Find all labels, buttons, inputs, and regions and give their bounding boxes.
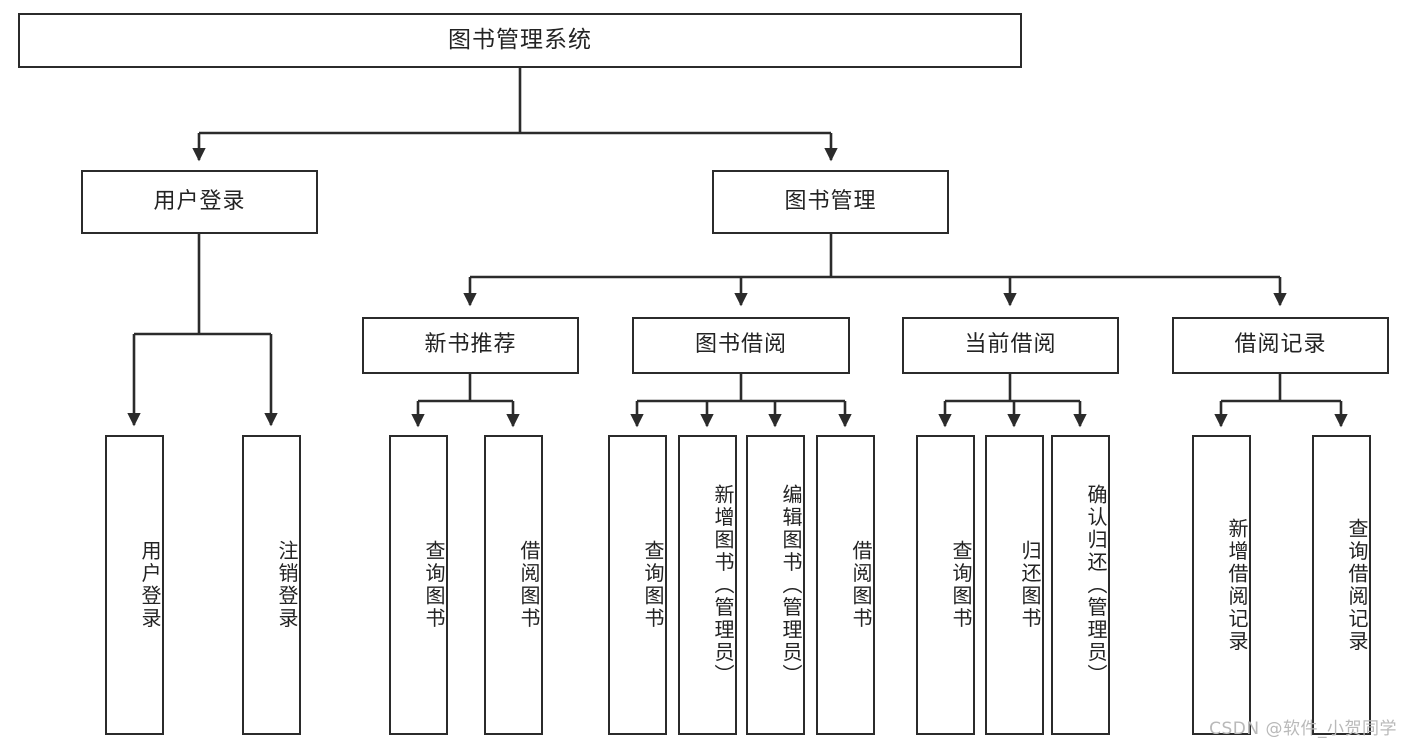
leaf-borrow-add-book-admin[interactable]: 新增图书（管理员） xyxy=(678,435,737,735)
node-label: 查询借阅记录 xyxy=(1345,517,1369,653)
node-label: 新增图书（管理员） xyxy=(711,483,735,687)
leaf-borrow-borrow-book[interactable]: 借阅图书 xyxy=(816,435,875,735)
node-book-borrow[interactable]: 图书借阅 xyxy=(632,317,850,374)
node-label: 新书推荐 xyxy=(424,332,517,358)
leaf-current-query-book[interactable]: 查询图书 xyxy=(916,435,975,735)
leaf-user-logout[interactable]: 注销登录 xyxy=(242,435,301,735)
leaf-user-login[interactable]: 用户登录 xyxy=(105,435,164,735)
leaf-borrow-edit-book-admin[interactable]: 编辑图书（管理员） xyxy=(746,435,805,735)
node-label: 用户登录 xyxy=(138,540,162,630)
node-borrow-record[interactable]: 借阅记录 xyxy=(1172,317,1389,374)
node-user-login[interactable]: 用户登录 xyxy=(81,170,318,234)
node-label: 图书管理系统 xyxy=(448,26,592,53)
node-label: 用户登录 xyxy=(153,188,246,214)
leaf-newbook-borrow-book[interactable]: 借阅图书 xyxy=(484,435,543,735)
node-label: 借阅图书 xyxy=(517,540,541,630)
node-label: 当前借阅 xyxy=(964,332,1057,358)
node-label: 图书管理 xyxy=(784,188,877,214)
node-label: 查询图书 xyxy=(949,540,973,630)
leaf-borrow-query-book[interactable]: 查询图书 xyxy=(608,435,667,735)
node-book-management[interactable]: 图书管理 xyxy=(712,170,949,234)
node-label: 编辑图书（管理员） xyxy=(779,483,803,687)
node-label: 查询图书 xyxy=(641,540,665,630)
node-label: 新增借阅记录 xyxy=(1225,517,1249,653)
node-root-book-management-system[interactable]: 图书管理系统 xyxy=(18,13,1022,68)
node-label: 借阅图书 xyxy=(849,540,873,630)
node-label: 借阅记录 xyxy=(1234,332,1327,358)
node-current-borrow[interactable]: 当前借阅 xyxy=(902,317,1119,374)
node-label: 查询图书 xyxy=(422,540,446,630)
node-label: 确认归还（管理员） xyxy=(1084,483,1108,687)
node-label: 归还图书 xyxy=(1018,540,1042,630)
leaf-record-query-borrow-record[interactable]: 查询借阅记录 xyxy=(1312,435,1371,735)
node-label: 图书借阅 xyxy=(694,332,787,358)
node-label: 注销登录 xyxy=(275,540,299,630)
leaf-newbook-query-book[interactable]: 查询图书 xyxy=(389,435,448,735)
node-new-book-recommend[interactable]: 新书推荐 xyxy=(362,317,579,374)
leaf-current-return-book[interactable]: 归还图书 xyxy=(985,435,1044,735)
leaf-current-confirm-return-admin[interactable]: 确认归还（管理员） xyxy=(1051,435,1110,735)
leaf-record-add-borrow-record[interactable]: 新增借阅记录 xyxy=(1192,435,1251,735)
